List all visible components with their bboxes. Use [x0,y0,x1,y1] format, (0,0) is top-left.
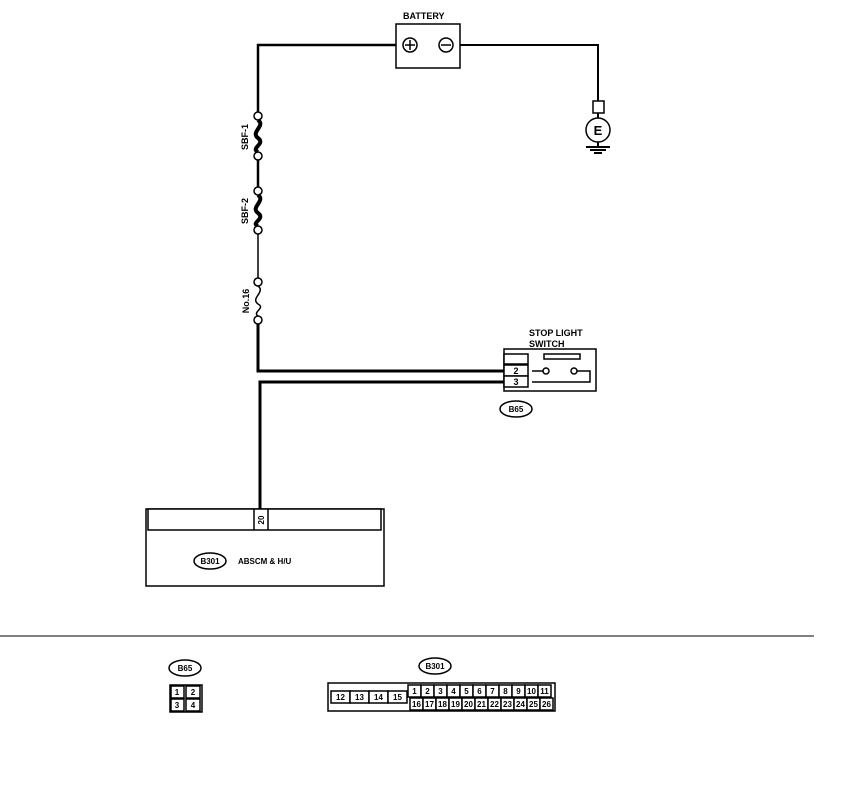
wire-to-switch-pin-2 [256,324,504,373]
fuse-no-16: No.16 [241,277,263,325]
wire-battery-positive [256,43,396,112]
connector-b301-pin-label: 20 [464,700,473,709]
connector-b65-name: B65 [178,664,193,673]
switch-plunger [543,353,581,360]
connector-b301-pin-label: 15 [393,693,402,702]
connector-b301-pin-label: 8 [503,687,508,696]
connector-b301-pin-label: 19 [451,700,460,709]
connector-b301-pin-label: 21 [477,700,486,709]
connector-b301-left-pins: 12 13 14 15 [330,690,408,704]
svg-text:2: 2 [513,366,518,376]
battery-label: BATTERY [403,11,445,21]
connector-b301-pin-label: 4 [451,687,456,696]
svg-text:3: 3 [513,377,518,387]
svg-text:4: 4 [191,701,196,710]
connector-b301-pin-cell [539,697,554,711]
connector-b301-pin-label: 6 [477,687,482,696]
connector-b301-pin-label: 18 [438,700,447,709]
connector-b301-pin-cell [387,690,408,704]
connector-b301-pin-label: 12 [336,693,345,702]
wire-switch-pin-3-to-abscm [258,380,504,509]
abscm-label: ABSCM & H/U [238,557,292,566]
stop-light-switch: STOP LIGHT SWITCH 2 3 B65 [499,328,597,418]
battery: BATTERY [395,11,461,69]
abscm-module: 20 B301 ABSCM & H/U [145,508,385,587]
connector-b301-pin-label: 14 [374,693,383,702]
fuse-sbf-2: SBF-2 [240,186,263,235]
connector-b301-pin-label: 9 [516,687,521,696]
connector-b301-pin-label: 2 [425,687,430,696]
svg-text:B65: B65 [509,405,524,414]
svg-text:1: 1 [175,688,180,697]
connector-b301-pin-label: 16 [412,700,421,709]
fuse-sbf-1-label: SBF-1 [240,124,250,150]
connector-b301-bottom-pins: 16 17 18 19 20 21 22 23 24 25 26 [409,697,554,711]
svg-text:B301: B301 [200,557,220,566]
connector-b301-pin-label: 24 [516,700,525,709]
connector-b301-pin-label: 7 [490,687,495,696]
connector-b65-face: B65 1 2 3 4 [168,659,203,713]
connector-b301-pin-label: 10 [527,687,536,696]
connector-b301-pin-cell [537,684,552,698]
connector-b65-badge [499,400,533,418]
abscm-pin-20: 20 [257,515,266,524]
svg-text:2: 2 [191,688,196,697]
wire-battery-negative [460,44,599,101]
connector-b301-pin-label: 1 [412,687,417,696]
fuse-sbf-2-label: SBF-2 [240,198,250,224]
stop-light-switch-pin-3 [503,375,529,388]
connector-b301-pin-label: 17 [425,700,434,709]
stop-light-switch-label-2: SWITCH [529,339,565,349]
connector-b301-badge [193,552,227,570]
svg-text:3: 3 [175,701,180,710]
fuse-sbf-1: SBF-1 [240,111,263,161]
ground-symbol: E [585,100,611,154]
stop-light-switch-label-1: STOP LIGHT [529,328,583,338]
connector-b301-pin-label: 23 [503,700,512,709]
connector-b301-pin-label: 26 [542,700,551,709]
connector-b301-pin-label: 11 [540,687,549,696]
connector-b301-pin-label: 5 [464,687,469,696]
ground-label: E [594,123,603,138]
connector-b301-pin-label: 25 [529,700,538,709]
connector-b301-name: B301 [425,662,445,671]
connector-b301-pin-label: 13 [355,693,364,702]
fuse-no-16-label: No.16 [241,289,251,314]
connector-b301-pin-label: 22 [490,700,499,709]
connector-b301-pin-label: 3 [438,687,443,696]
